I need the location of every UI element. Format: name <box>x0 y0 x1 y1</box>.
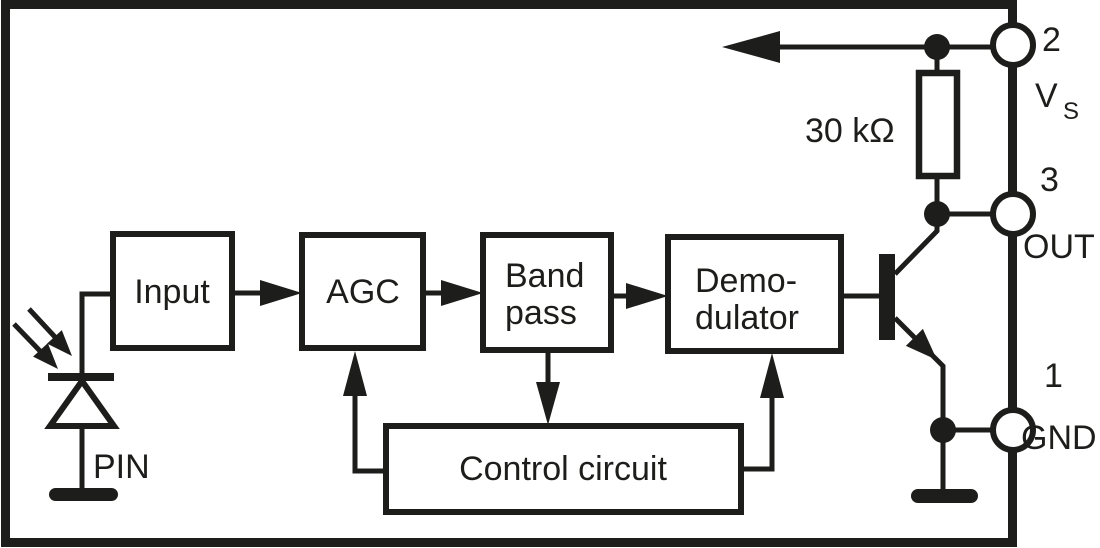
feedback-arrowhead-agc-icon <box>343 351 367 396</box>
pin-circle-2 <box>990 22 1036 68</box>
resistor-value-label: 30 kΩ <box>805 112 895 150</box>
junction-dot-emitter <box>930 417 956 443</box>
pin3-number: 3 <box>1040 161 1059 199</box>
photodiode-label: PIN <box>93 448 150 486</box>
light-ray-arrowhead-1-icon <box>47 330 72 356</box>
transistor-emitter-arrowhead-icon <box>905 328 937 360</box>
feedback-arrowhead-demodulator-icon <box>760 353 784 398</box>
photodiode-ground-bar-icon <box>49 488 118 501</box>
feedback-arrow-bandpass-control <box>536 350 560 425</box>
pin3-name: OUT <box>1023 228 1095 266</box>
light-ray-shaft-1 <box>27 307 57 339</box>
junction-dot-supply <box>924 34 950 60</box>
supply-rail <box>722 31 995 63</box>
pin-circle-3 <box>990 191 1036 237</box>
agc-block-label: AGC <box>326 273 400 311</box>
bandpass-block-label-line1: Band <box>505 257 584 295</box>
light-ray-arrowhead-2-icon <box>33 343 58 369</box>
feedback-arrow-control-agc <box>343 351 386 474</box>
bandpass-block-label-line2: pass <box>505 294 577 332</box>
photodiode-cathode-bar <box>48 373 114 381</box>
block-bandpass <box>480 232 614 353</box>
block-demodulator <box>665 234 844 354</box>
feedback-arrow-control-demodulator <box>741 353 784 472</box>
signal-arrowhead-1-icon <box>260 280 302 306</box>
pullup-resistor-branch <box>915 47 961 214</box>
emitter-ground-branch <box>911 427 995 503</box>
transistor-base-bar <box>879 254 895 340</box>
signal-arrowhead-2-icon <box>441 280 483 306</box>
resistor-body <box>915 69 961 180</box>
photodiode-wire <box>79 291 115 377</box>
signal-arrow-bandpass-demodulator <box>611 283 668 309</box>
input-block-label: Input <box>134 273 210 311</box>
demodulator-block-label-line1: Demo- <box>695 262 797 300</box>
light-ray-shaft-2 <box>12 322 43 354</box>
npn-transistor <box>841 214 946 430</box>
signal-arrowhead-3-icon <box>626 283 668 309</box>
transistor-emitter-wire <box>893 316 946 430</box>
feedback-wire-demodulator <box>741 397 775 472</box>
pin2-name-subscript: S <box>1063 98 1079 125</box>
block-input <box>110 231 235 351</box>
demodulator-block-label-line2: dulator <box>695 299 799 337</box>
pin2-name: V <box>1035 77 1058 115</box>
signal-arrow-input-agc <box>233 280 302 306</box>
junction-dot-collector <box>924 201 950 227</box>
feedback-wire-agc <box>352 394 386 474</box>
emitter-ground-bar-icon <box>911 489 978 503</box>
block-agc <box>299 232 426 351</box>
package-outline <box>1 0 1017 547</box>
pin1-number: 1 <box>1044 357 1063 395</box>
control-block-label: Control circuit <box>459 450 667 488</box>
supply-arrowhead-left-icon <box>722 31 780 63</box>
block-control-circuit <box>383 423 744 515</box>
signal-arrow-agc-bandpass <box>422 280 483 306</box>
pin1-name: GND <box>1021 419 1097 457</box>
pin-photodiode <box>12 291 120 501</box>
feedback-arrowhead-bandpass-icon <box>536 382 560 425</box>
pin2-number: 2 <box>1042 21 1061 59</box>
photodiode-triangle <box>44 375 120 429</box>
pin-circle-1 <box>990 407 1036 453</box>
